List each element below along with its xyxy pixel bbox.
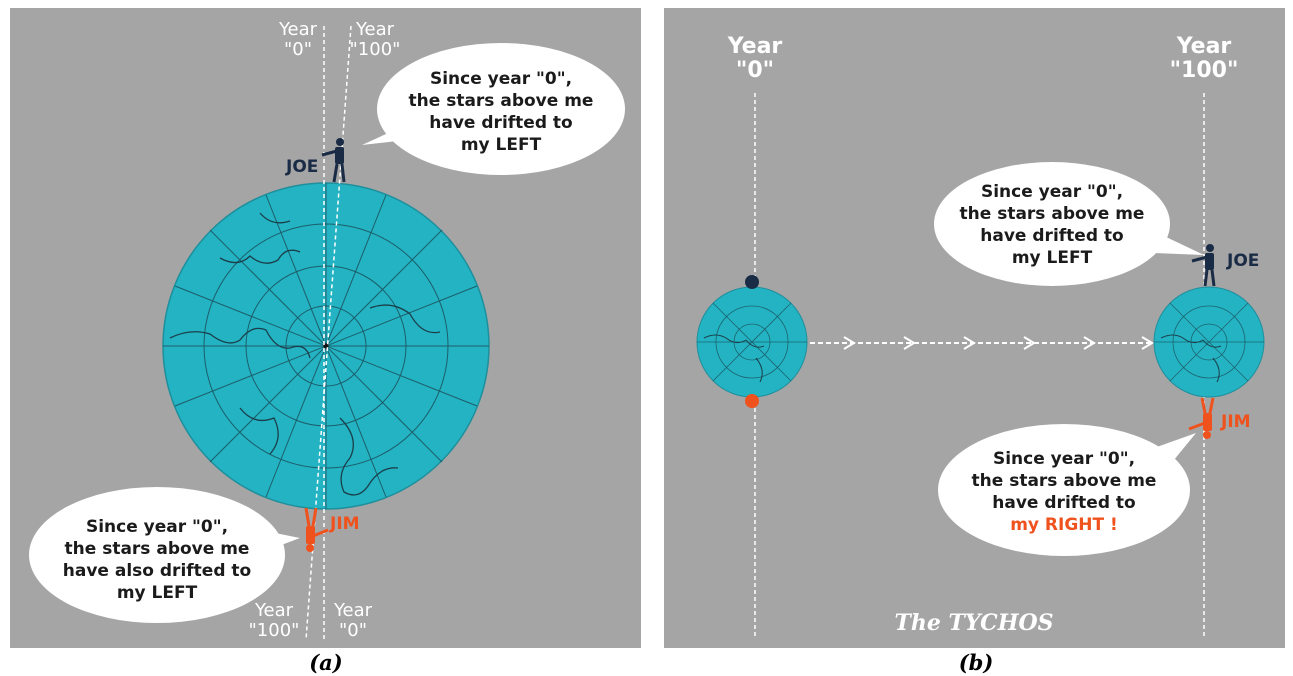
joe-bubble-line2: the stars above me — [409, 91, 594, 111]
caption-a: (a) — [309, 650, 343, 675]
year-100-label-line2: "100" — [1170, 58, 1239, 83]
joe-bubble-line3: have drifted to — [980, 226, 1123, 246]
earth-globe-year-0 — [696, 286, 808, 398]
joe-bubble-line3: have drifted to — [429, 113, 572, 133]
panel-b-diagram: Year "0" Year "100" — [696, 34, 1265, 636]
year-100-label-line1: Year — [1176, 34, 1232, 59]
jim-figure-icon — [1188, 397, 1215, 439]
year-0-label-line2: "0" — [736, 58, 774, 83]
top-year-100-label-line2: "100" — [350, 39, 401, 60]
bottom-year-0-label-line1: Year — [333, 600, 373, 621]
jim-bubble-line1: Since year "0", — [993, 449, 1135, 469]
top-year-0-label-line2: "0" — [284, 39, 312, 60]
joe-bubble-line1: Since year "0", — [430, 69, 572, 89]
panel-b: Year "0" Year "100" — [664, 8, 1285, 648]
jim-bubble-line4: my RIGHT ! — [1010, 515, 1118, 535]
joe-marker-dot — [745, 275, 759, 289]
jim-bubble-line2: the stars above me — [65, 539, 250, 559]
jim-speech-bubble: Since year "0", the stars above me have … — [938, 424, 1196, 556]
jim-speech-bubble: Since year "0", the stars above me have … — [29, 487, 300, 623]
caption-b: (b) — [958, 650, 994, 675]
bottom-year-0-label-line2: "0" — [339, 620, 367, 641]
earth-globe-year-100 — [1153, 286, 1265, 398]
jim-bubble-line3: have drifted to — [992, 493, 1135, 513]
joe-bubble-line1: Since year "0", — [981, 182, 1123, 202]
panel-a: Year "0" Year "100" Year "100" Year "0" … — [10, 8, 641, 648]
joe-bubble-line2: the stars above me — [960, 204, 1145, 224]
top-year-0-label-line1: Year — [278, 19, 318, 40]
joe-name-label: JOE — [1226, 251, 1259, 271]
jim-marker-dot — [745, 394, 759, 408]
orbit-motion-arrows — [810, 336, 1154, 350]
jim-bubble-line3: have also drifted to — [63, 561, 251, 581]
joe-figure-icon — [1191, 244, 1216, 287]
joe-speech-bubble: Since year "0", the stars above me have … — [362, 43, 625, 175]
joe-figure-icon — [321, 138, 346, 183]
jim-name-label: JIM — [1220, 412, 1251, 432]
joe-name-label: JOE — [285, 157, 318, 177]
joe-bubble-line4: my LEFT — [461, 135, 542, 155]
tychos-brand-label: The TYCHOS — [894, 610, 1053, 636]
top-year-100-label-line1: Year — [355, 19, 395, 40]
panel-a-diagram: Year "0" Year "100" Year "100" Year "0" … — [29, 19, 625, 641]
jim-bubble-line2: the stars above me — [972, 471, 1157, 491]
earth-globe — [162, 182, 490, 510]
jim-name-label: JIM — [329, 514, 360, 534]
joe-speech-bubble: Since year "0", the stars above me have … — [934, 162, 1204, 286]
jim-bubble-line4: my LEFT — [117, 583, 198, 603]
joe-bubble-line4: my LEFT — [1012, 248, 1093, 268]
jim-bubble-line1: Since year "0", — [86, 517, 228, 537]
jim-figure-icon — [304, 507, 329, 552]
bottom-year-100-label-line2: "100" — [249, 620, 300, 641]
year-lines — [754, 93, 1205, 636]
bottom-year-100-label-line1: Year — [254, 600, 294, 621]
year-0-label-line1: Year — [727, 34, 783, 59]
